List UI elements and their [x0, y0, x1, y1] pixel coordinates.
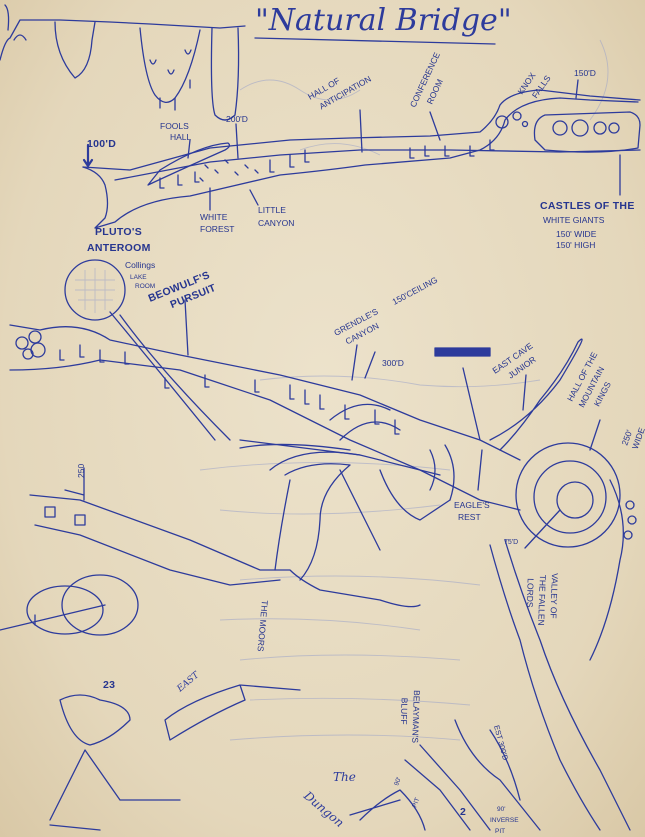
- upper-passage: [82, 79, 641, 229]
- map-title: "Natural Bridge": [255, 3, 512, 38]
- label-white-forest-1: WHITE: [200, 212, 228, 222]
- label-belaymans-bluff: BELAYMAN'S BLUFF: [399, 690, 422, 744]
- label-castles-width: 150' WIDE: [556, 229, 597, 239]
- label-castles-height: 150' HIGH: [556, 240, 595, 250]
- label-200-depth: 200'D: [226, 114, 248, 124]
- label-room: ROOM: [135, 283, 155, 290]
- label-knox-falls: KNOX FALLS: [515, 70, 552, 100]
- label-the-dungeon-1: The: [333, 770, 356, 784]
- label-90-pit-2: PIT: [411, 797, 421, 809]
- label-castles-2: WHITE GIANTS: [543, 215, 605, 225]
- label-hall-mountain-kings: HALL OF THE MOUNTAIN KINGS: [565, 350, 613, 409]
- label-fools-hall-1: FOOLS: [160, 121, 189, 131]
- label-est-300-depth: EST 300'D: [492, 724, 510, 762]
- label-inverse-pit-3: PIT: [495, 828, 505, 835]
- label-grendles-canyon: GRENDLE'S CANYON 150'CEILING: [332, 275, 440, 347]
- label-eagles-rest-2: REST: [458, 512, 481, 522]
- label-250: 250: [76, 464, 86, 478]
- label-valley-1: VALLEY OF: [548, 573, 560, 619]
- label-the-dungeon-2: Dungon: [300, 788, 346, 830]
- label-little-canyon-1: LITTLE: [258, 205, 286, 215]
- label-2: 2: [460, 806, 466, 818]
- label-valley-2: THE FALLEN: [536, 575, 548, 626]
- label-90-pit-1: 90': [393, 776, 402, 786]
- label-belaymans-bluff-2: BLUFF: [399, 698, 410, 725]
- label-inverse-pit-2: INVERSE: [490, 817, 519, 824]
- label-east-cave-junior: EAST CAVE JUNIOR: [490, 340, 537, 380]
- label-150-depth: 150'D: [574, 68, 596, 78]
- label-lake: LAKE: [130, 274, 147, 281]
- label-white-forest-2: FOREST: [200, 224, 234, 234]
- label-little-canyon-2: CANYON: [258, 218, 294, 228]
- bleed-through-writing: [199, 39, 609, 741]
- label-belaymans-bluff-1: BELAYMAN'S: [410, 690, 422, 744]
- surface-profile-sketch: [0, 4, 496, 121]
- label-23: 23: [103, 679, 115, 691]
- label-plutos-anteroom-2: ANTEROOM: [87, 242, 151, 254]
- label-fools-hall-2: HALL: [170, 132, 192, 142]
- label-valley-fallen-lords: VALLEY OF THE FALLEN LORDS: [525, 573, 560, 626]
- label-75-depth: 75'D: [504, 539, 518, 546]
- label-300-depth: 300'D: [382, 358, 404, 368]
- label-hall-of-anticipation: HALL OF ANTICIPATION: [306, 74, 373, 112]
- label-150-ceiling: 150'CEILING: [391, 275, 440, 307]
- label-100-depth: 100'D: [87, 138, 116, 150]
- label-250-wide-2: WIDE: [630, 426, 645, 451]
- middle-passage: [9, 259, 637, 831]
- label-collings: Collings: [125, 260, 155, 270]
- label-valley-3: LORDS: [525, 578, 536, 608]
- label-inverse-pit-1: 90': [497, 806, 505, 813]
- lower-passages: [0, 467, 541, 831]
- label-plutos-anteroom-1: PLUTO'S: [95, 226, 142, 238]
- label-the-moors: THE MOORS: [255, 600, 269, 652]
- label-conference-room: CONFERENCE ROOM: [408, 50, 445, 108]
- label-castles-1: CASTLES OF THE: [540, 200, 635, 212]
- label-beowulfs-pursuit: BEOWULF'S PURSUIT: [147, 269, 218, 311]
- label-east: EAST: [175, 670, 202, 695]
- label-mountain-kings-width: 250' WIDE: [619, 426, 645, 451]
- label-eagles-rest-1: EAGLE'S: [454, 500, 490, 510]
